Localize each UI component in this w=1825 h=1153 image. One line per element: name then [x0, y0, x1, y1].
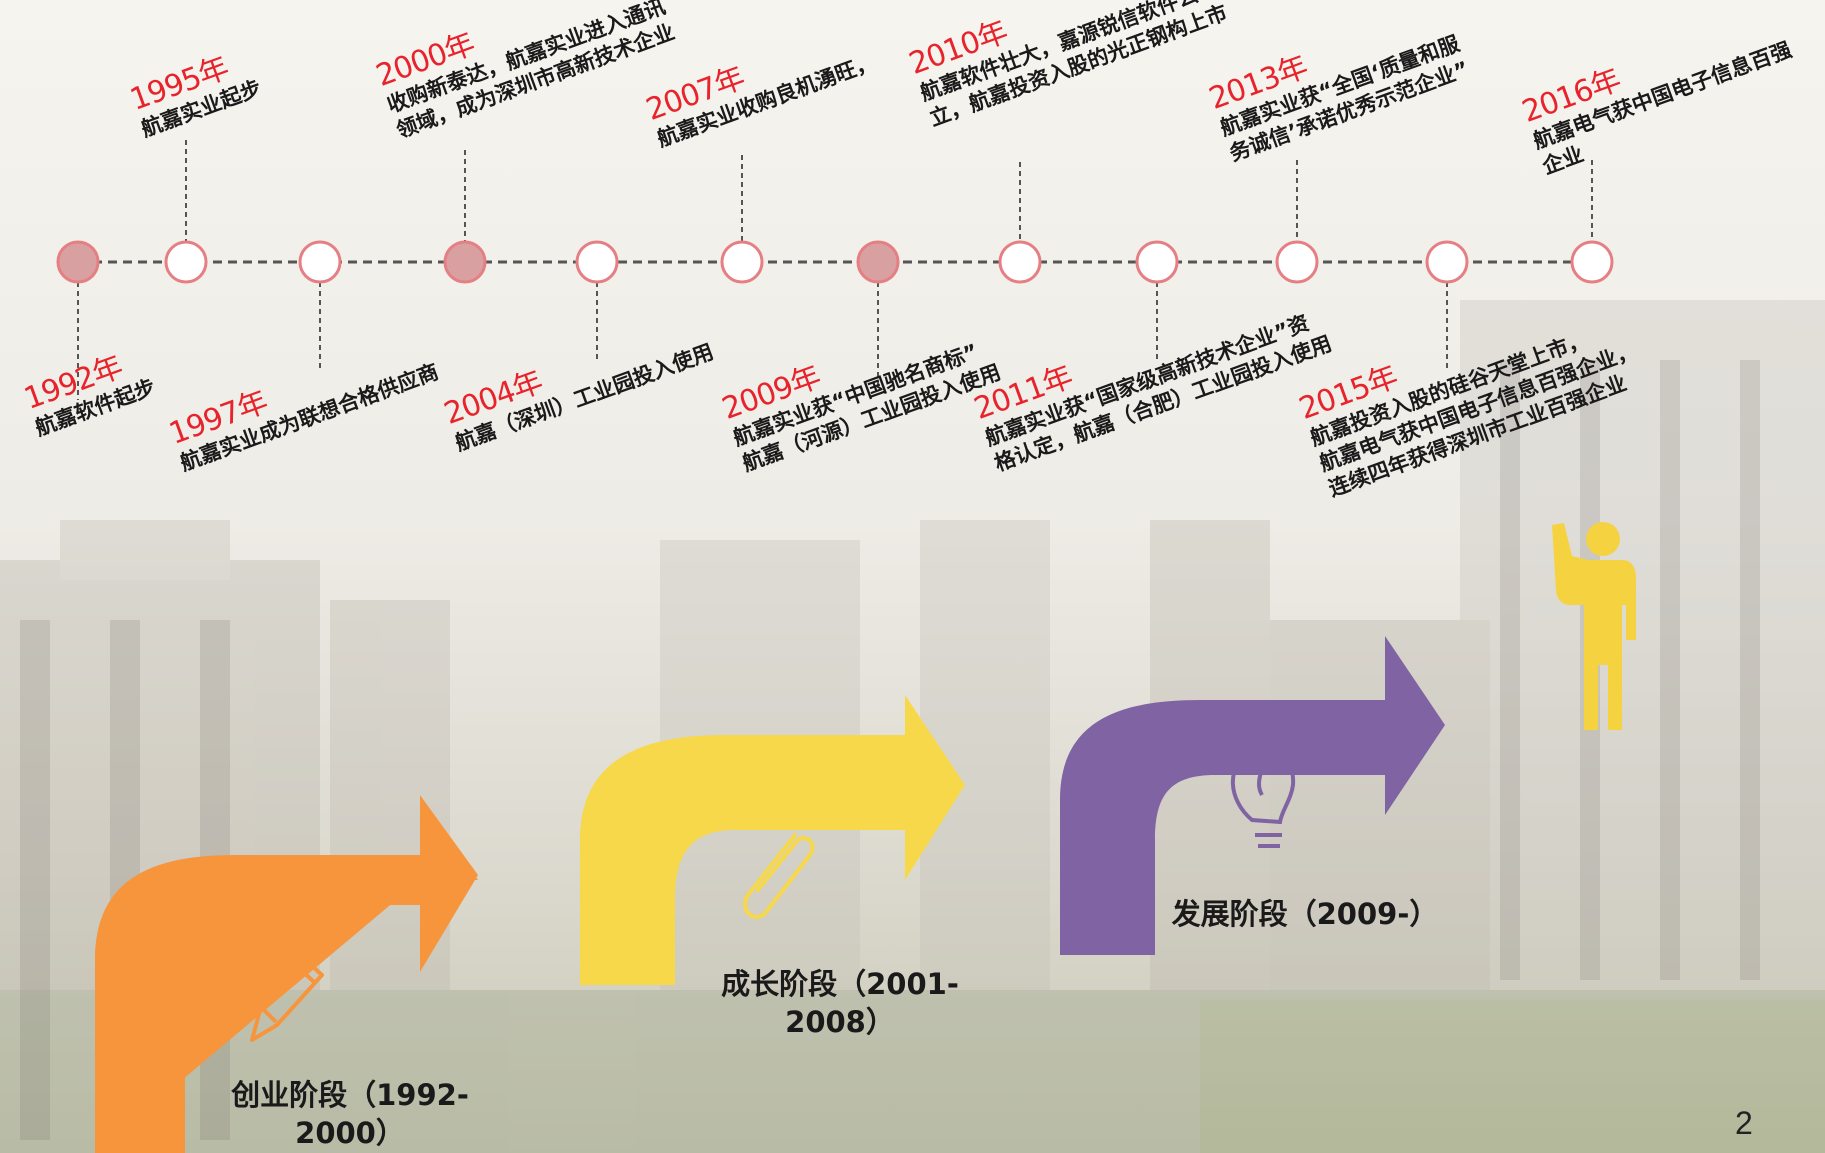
- timeline-node: [56, 240, 100, 284]
- stage-label-startup-line1: 创业阶段（1992-: [231, 1078, 469, 1112]
- stage-label-startup: 创业阶段（1992- 2000）: [220, 1076, 480, 1152]
- stage-arrow-yellow: [580, 695, 965, 985]
- stage-label-growth-line1: 成长阶段（2001-: [721, 967, 959, 1001]
- timeline-node: [1425, 240, 1469, 284]
- paperclip-icon: [743, 833, 815, 919]
- stage-label-startup-line2: 2000）: [295, 1116, 405, 1150]
- stage-label-growth: 成长阶段（2001- 2008）: [710, 965, 970, 1041]
- timeline-node: [1135, 240, 1179, 284]
- timeline-node: [1570, 240, 1614, 284]
- stage-arrow-purple: [1060, 636, 1445, 955]
- timeline-node: [998, 240, 1042, 284]
- timeline-node: [1275, 240, 1319, 284]
- stage-arrow-orange-body: [95, 795, 478, 1153]
- stage-label-development: 发展阶段（2009-）: [1160, 895, 1450, 933]
- pencil-icon: [250, 958, 324, 1042]
- pointing-person-figure: [1552, 522, 1636, 730]
- timeline-node: [575, 240, 619, 284]
- timeline-node: [164, 240, 208, 284]
- lightbulb-icon: [1230, 747, 1296, 848]
- timeline-node: [443, 240, 487, 284]
- timeline-node: [856, 240, 900, 284]
- timeline-node: [298, 240, 342, 284]
- timeline-node: [720, 240, 764, 284]
- stage-label-growth-line2: 2008）: [785, 1005, 895, 1039]
- page-number: 2: [1735, 1105, 1753, 1141]
- stage-label-development-line1: 发展阶段（2009-）: [1171, 897, 1439, 931]
